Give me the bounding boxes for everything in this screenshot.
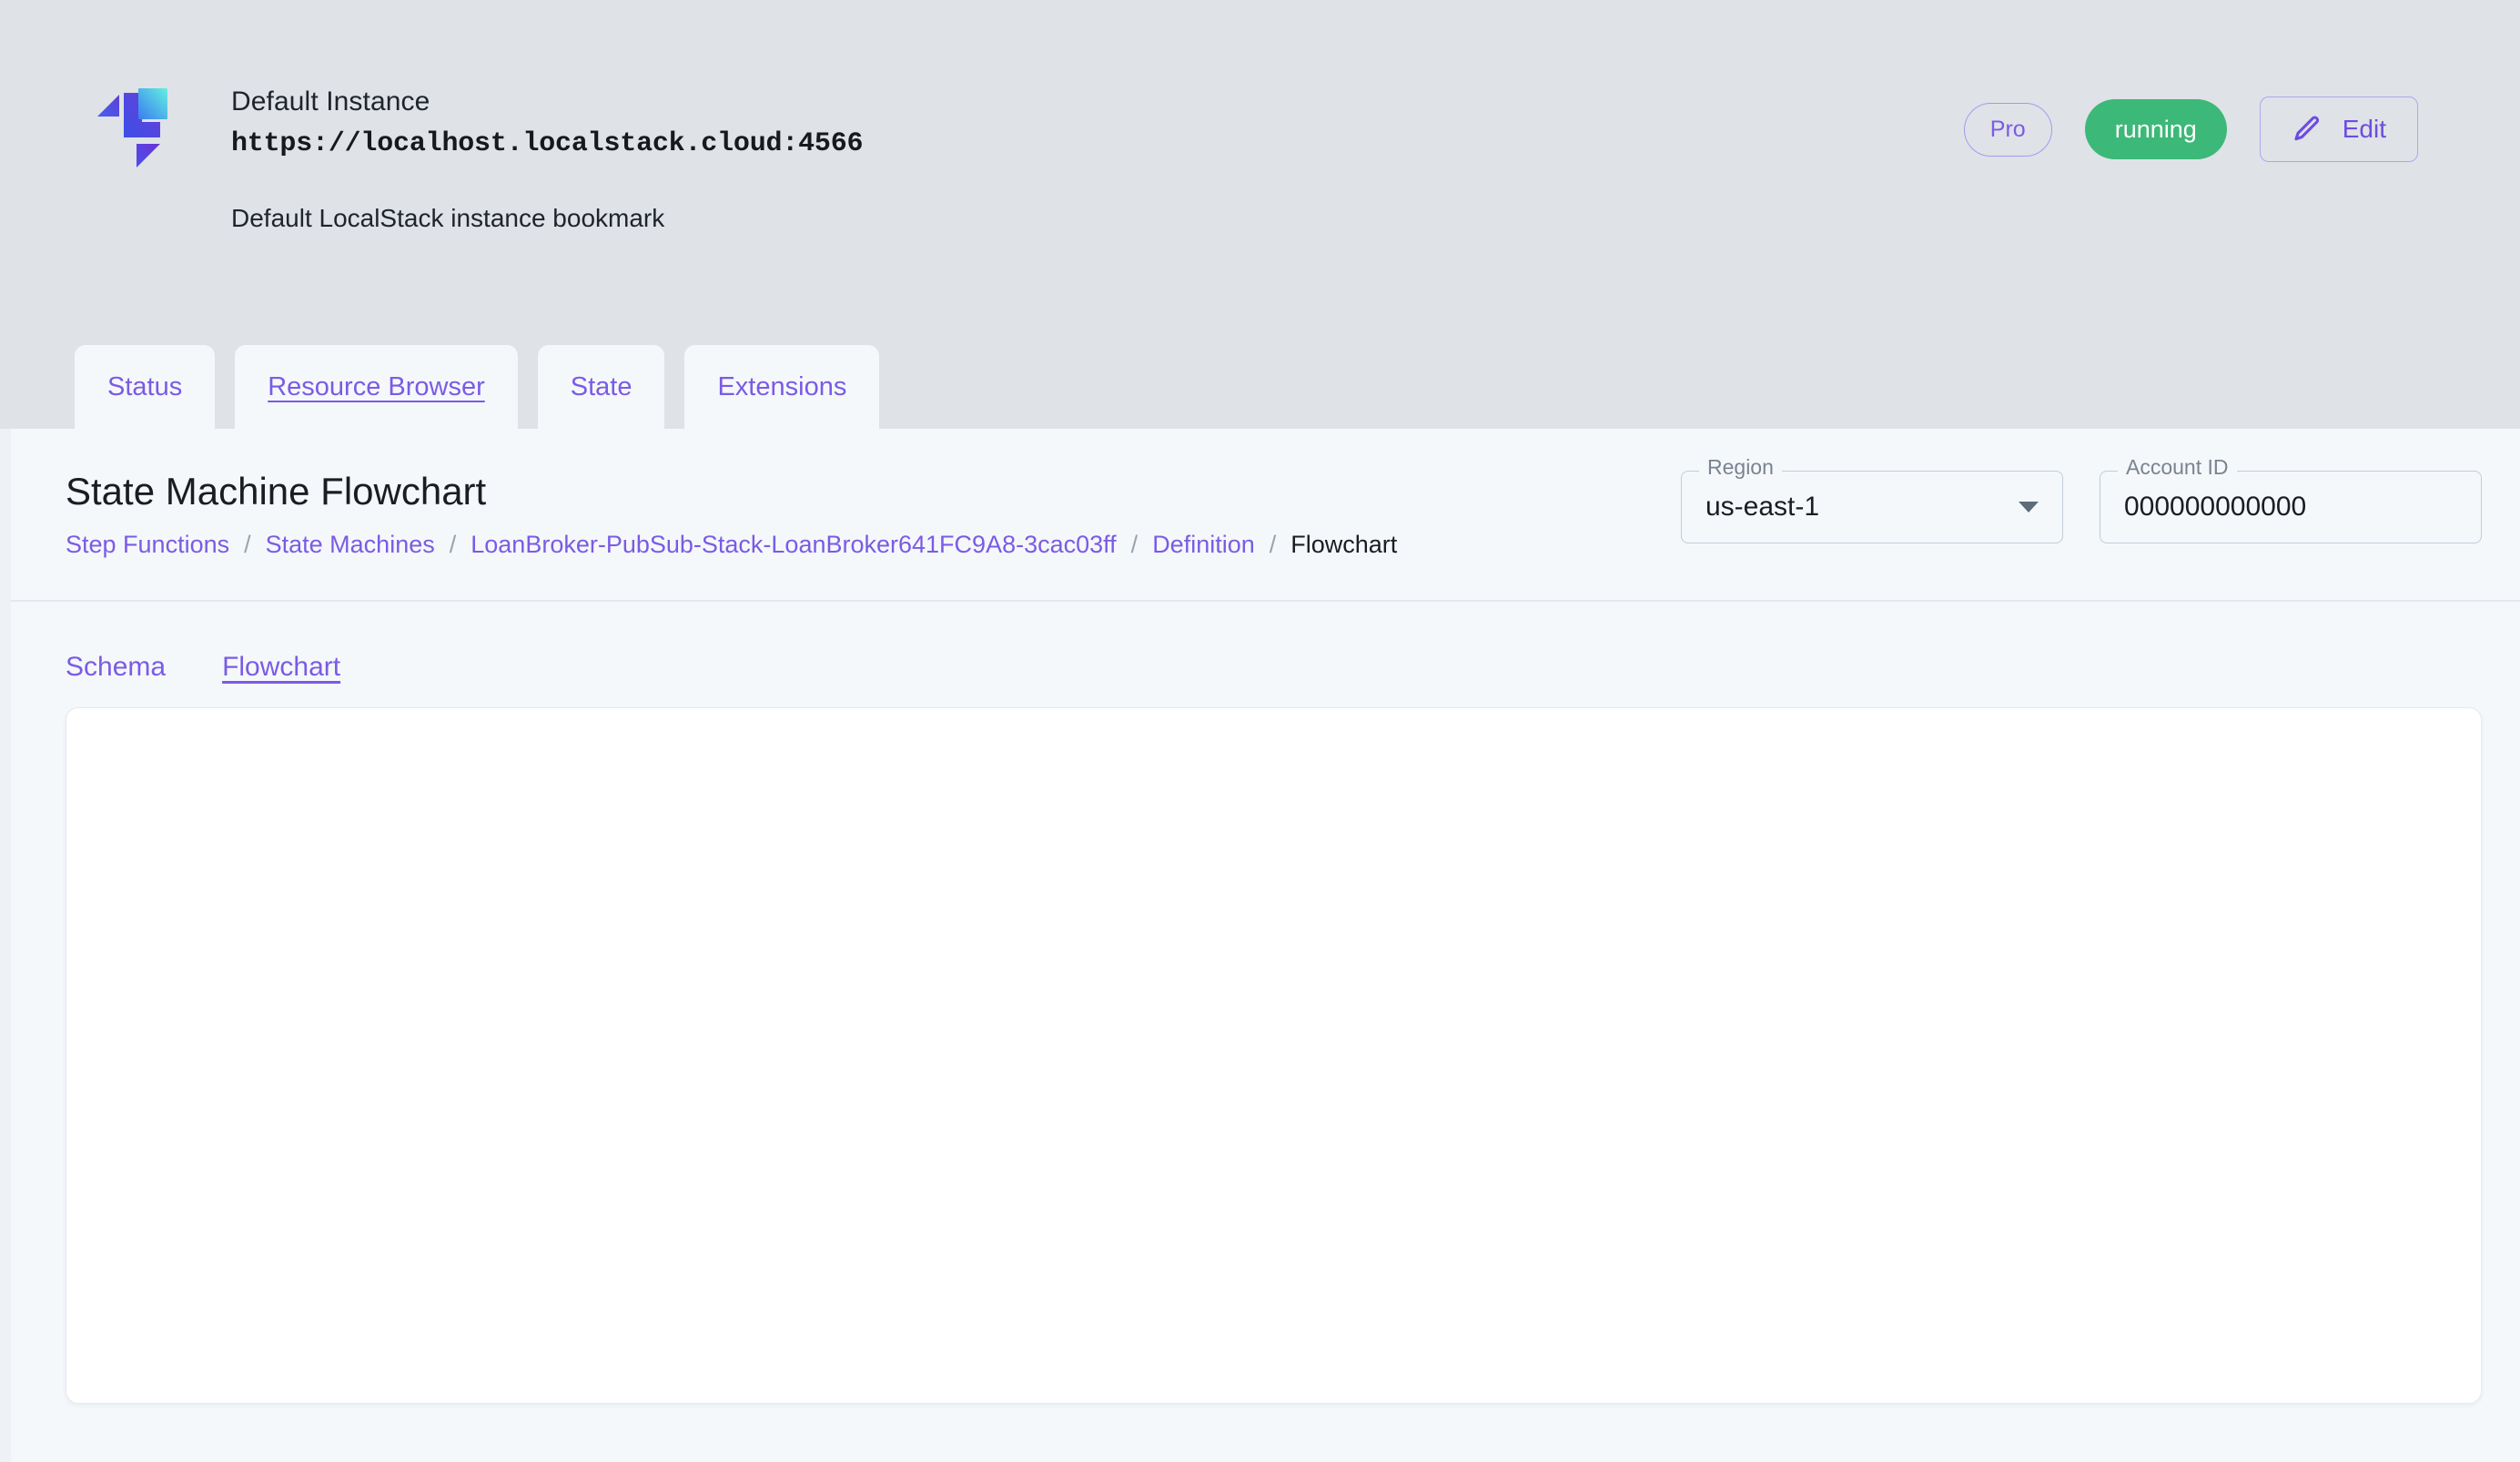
breadcrumb-item-definition[interactable]: Definition: [1152, 531, 1255, 559]
tab-extensions[interactable]: Extensions: [684, 345, 880, 429]
status-badge: running: [2084, 99, 2227, 159]
content-panel: State Machine Flowchart Step Functions /…: [11, 429, 2520, 1462]
page-header: State Machine Flowchart Step Functions /…: [11, 429, 2520, 602]
subtab-schema[interactable]: Schema: [66, 652, 167, 682]
account-id-input[interactable]: 000000000000: [2100, 471, 2482, 543]
breadcrumb-item-state-machines[interactable]: State Machines: [265, 531, 435, 559]
subtab-flowchart[interactable]: Flowchart: [222, 652, 341, 682]
header-fields: Region us-east-1 Account ID 000000000000: [1681, 457, 2482, 543]
region-label: Region: [1699, 457, 1782, 478]
instance-summary: Default Instance https://localhost.local…: [0, 0, 2520, 235]
main-tab-strip: Status Resource Browser State Extensions: [0, 345, 2520, 429]
region-value: us-east-1: [1705, 492, 1820, 522]
account-id-field: Account ID 000000000000: [2100, 457, 2482, 543]
region-field: Region us-east-1: [1681, 457, 2063, 543]
pencil-icon: [2292, 114, 2323, 145]
pro-badge[interactable]: Pro: [1963, 102, 2052, 157]
account-id-label: Account ID: [2118, 457, 2237, 478]
edit-button-label: Edit: [2342, 115, 2386, 143]
account-id-value: 000000000000: [2124, 492, 2307, 522]
tab-status[interactable]: Status: [75, 345, 216, 429]
breadcrumb-item-flowchart: Flowchart: [1290, 531, 1398, 559]
region-select[interactable]: us-east-1: [1681, 471, 2063, 543]
header-actions: Pro running Edit: [1963, 96, 2418, 162]
flowchart-canvas: StartGet Credit Score from credit bureau…: [66, 708, 2481, 1404]
page-title: State Machine Flowchart: [66, 470, 487, 513]
breadcrumb-separator: /: [1130, 531, 1139, 559]
chevron-down-icon: [2019, 502, 2039, 513]
tab-state[interactable]: State: [537, 345, 665, 429]
view-subtabs: Schema Flowchart: [11, 602, 2520, 698]
breadcrumb-separator: /: [244, 531, 251, 559]
tab-resource-browser[interactable]: Resource Browser: [235, 345, 518, 429]
breadcrumb: Step Functions / State Machines / LoanBr…: [66, 531, 2520, 559]
instance-name: Default Instance: [231, 86, 430, 117]
content-root: State Machine Flowchart Step Functions /…: [0, 429, 2520, 1462]
breadcrumb-item-step-functions[interactable]: Step Functions: [66, 531, 230, 559]
breadcrumb-separator: /: [449, 531, 457, 559]
localstack-logo-icon: [89, 82, 173, 168]
flowchart-card: StartGet Credit Score from credit bureau…: [66, 707, 2482, 1404]
breadcrumb-item-state-machine-name[interactable]: LoanBroker-PubSub-Stack-LoanBroker641FC9…: [471, 531, 1117, 559]
instance-endpoint: https://localhost.localstack.cloud:4566: [231, 127, 864, 159]
breadcrumb-separator: /: [1269, 531, 1277, 559]
edit-button[interactable]: Edit: [2259, 96, 2418, 162]
instance-header: Default Instance https://localhost.local…: [0, 0, 2520, 429]
instance-description: Default LocalStack instance bookmark: [231, 203, 665, 232]
instance-text-block: Default Instance https://localhost.local…: [231, 78, 864, 235]
